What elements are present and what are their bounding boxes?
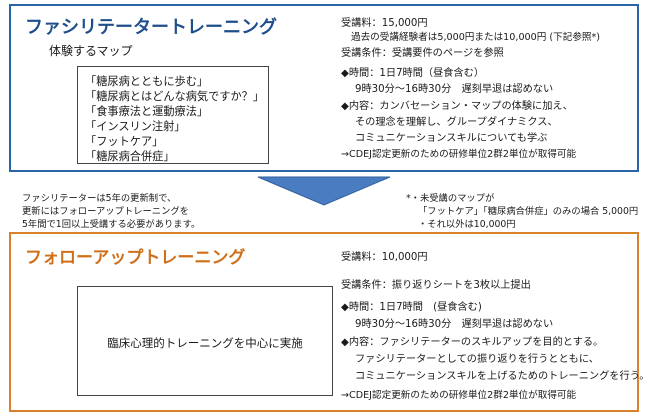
facilitator-training-panel: ファシリテータートレーニング 体験するマップ 「糖尿病とともに歩む」 「糖尿病と… (9, 4, 639, 172)
renewal-note-line: 更新にはフォローアップトレーニングを (22, 206, 189, 217)
renewal-note-line: 5年間で1回以上受講する必要があります。 (22, 219, 201, 230)
down-arrow-icon (257, 176, 391, 206)
map-item: 「糖尿病とともに歩む」 (85, 75, 209, 88)
maps-list-box: 「糖尿病とともに歩む」 「糖尿病とはどんな病気ですか？」 「食事療法と運動療法」… (77, 66, 269, 164)
time-detail: 9時30分～16時30分 遅刻早退は認めない (355, 84, 554, 95)
content-line: コミュニケーションスキルを上げるためのトレーニングを行う。 (355, 371, 650, 382)
content-line: ファシリテーターとしての振り返りを行うとともに、 (355, 354, 599, 365)
fee-text: 受講料：15,000円 (341, 18, 428, 29)
fee-footnote-line: ・それ以外は10,000円 (418, 219, 516, 230)
content-heading: ◆内容：ファシリテーターのスキルアップを目的とする。 (341, 337, 604, 348)
credit-text: →CDEJ認定更新のための研修単位2群2単位が取得可能 (341, 390, 577, 401)
conditions-text: 受講条件：振り返りシートを3枚以上提出 (341, 280, 531, 291)
focus-text: 臨床心理的トレーニングを中心に実施 (107, 336, 303, 350)
time-detail: 9時30分～16時30分 遅刻早退は認めない (355, 319, 554, 330)
follow-up-training-panel: フォローアップトレーニング 臨床心理的トレーニングを中心に実施 受講料：10,0… (9, 232, 649, 412)
time-heading: ◆時間：1日7時間（昼食含む） (341, 68, 485, 79)
time-heading: ◆時間：1日7時間 (昼食含む) (341, 302, 482, 313)
map-item: 「フットケア」 (85, 135, 164, 148)
map-item: 「インスリン注射」 (85, 120, 186, 133)
follow-up-training-title: フォローアップトレーニング (25, 248, 246, 268)
conditions-text: 受講条件：受講要件のページを参照 (341, 48, 504, 59)
fee-note: 過去の受講経験者は5,000円または10,000円 (下記参照*) (351, 32, 601, 43)
map-item: 「食事療法と運動療法」 (85, 105, 209, 118)
map-item: 「糖尿病合併症」 (85, 150, 175, 163)
credit-text: →CDEJ認定更新のための研修単位2群2単位が取得可能 (341, 149, 577, 160)
fee-footnote-line: 「フットケア」「糖尿病合併症」のみの場合 5,000円 (418, 206, 639, 217)
content-heading: ◆内容：カンバセーション・マップの体験に加え、 (341, 101, 573, 112)
maps-subtitle: 体験するマップ (49, 44, 133, 58)
renewal-note-line: ファシリテーターは5年の更新制で、 (22, 193, 177, 204)
facilitator-training-title: ファシリテータートレーニング (25, 17, 277, 38)
focus-box: 臨床心理的トレーニングを中心に実施 (77, 286, 333, 396)
content-line: その理念を理解し、グループダイナミクス、 (355, 117, 558, 128)
map-item: 「糖尿病とはどんな病気ですか？」 (85, 90, 265, 103)
fee-text: 受講料：10,000円 (341, 252, 428, 263)
fee-footnote-line: *・未受講のマップが (406, 193, 495, 204)
content-line: コミュニケーションスキルについても学ぶ (355, 133, 548, 144)
